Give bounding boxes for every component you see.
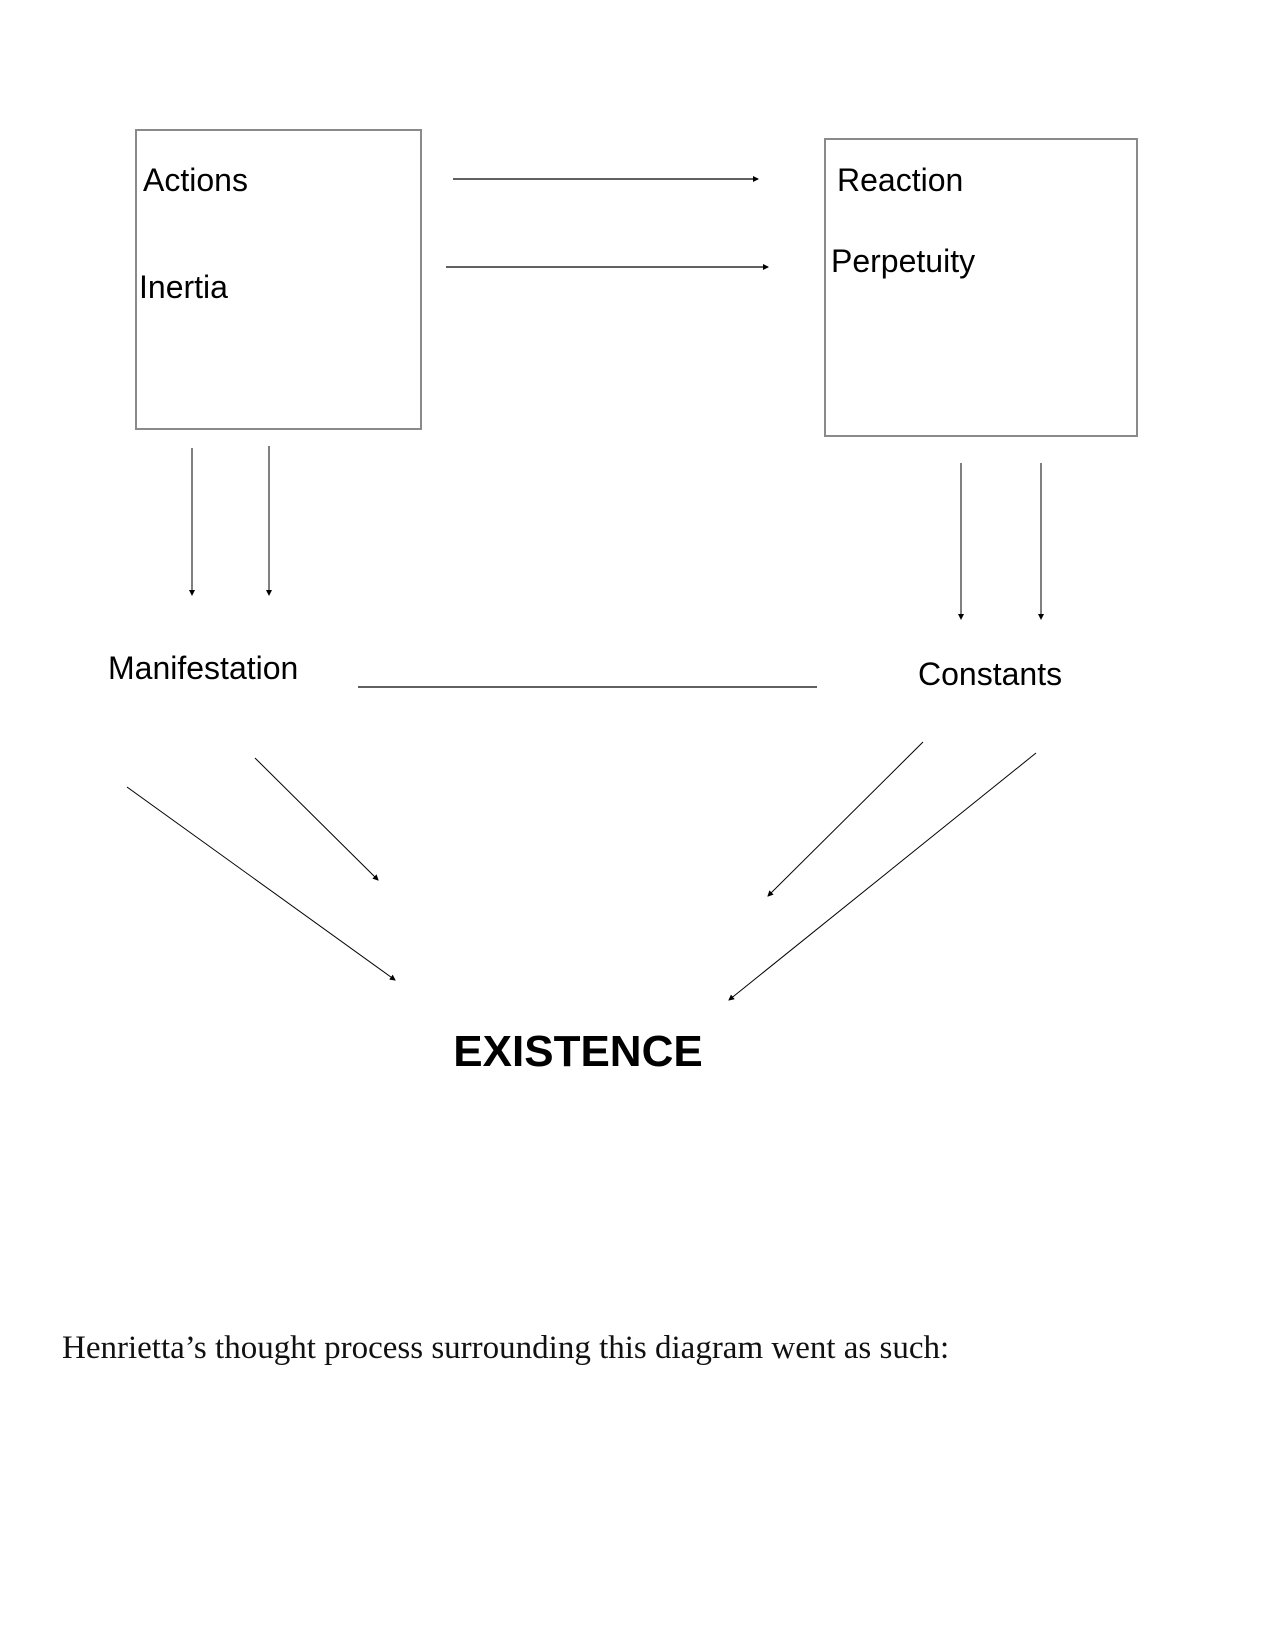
label-actions: Actions	[143, 162, 248, 198]
box-actions-inertia	[135, 129, 422, 430]
label-manifestation: Manifestation	[108, 650, 298, 686]
label-inertia: Inertia	[139, 269, 228, 305]
body-paragraph: Henrietta’s thought process surrounding …	[62, 1330, 950, 1366]
arrow-diag-4	[728, 752, 1037, 1001]
arrow-diag-3	[767, 741, 924, 897]
arrow-diag-1	[126, 786, 396, 981]
label-perpetuity: Perpetuity	[831, 243, 975, 279]
box-reaction-perpetuity	[824, 138, 1138, 437]
label-existence: EXISTENCE	[453, 1027, 702, 1076]
label-reaction: Reaction	[837, 162, 963, 198]
label-constants: Constants	[918, 656, 1062, 692]
arrow-diag-2	[254, 757, 379, 881]
